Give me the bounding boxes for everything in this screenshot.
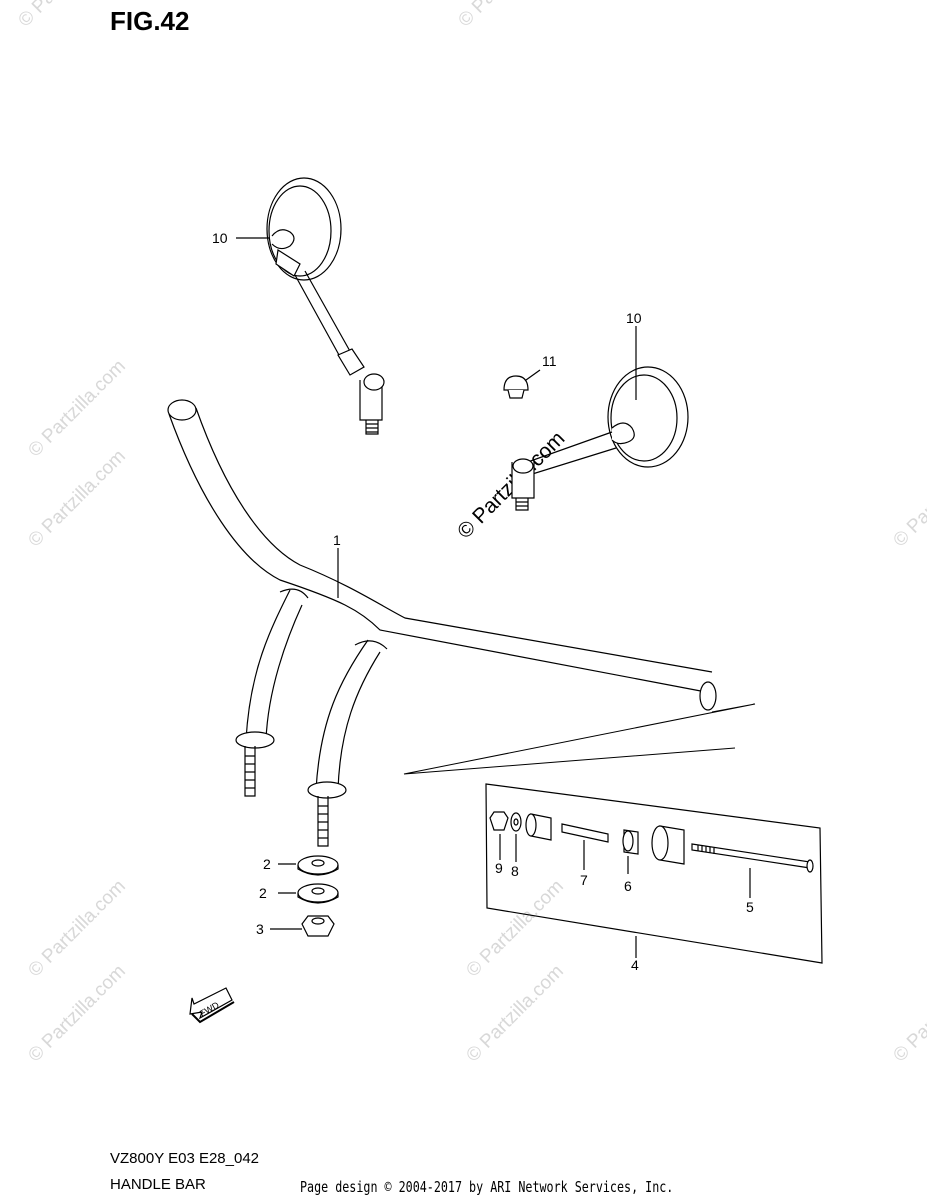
callout-2-upper: 2 [263, 856, 271, 872]
left-mirror [266, 177, 385, 435]
handlebar [167, 399, 717, 847]
balancer-assembly-box [485, 783, 823, 964]
callout-1: 1 [333, 532, 341, 548]
figure-title: FIG.42 [110, 6, 190, 36]
copyright-notice: Page design © 2004-2017 by ARI Network S… [300, 1178, 674, 1196]
callout-2-lower: 2 [259, 885, 267, 901]
callout-11: 11 [542, 353, 557, 369]
model-code: VZ800Y E03 E28_042 [110, 1150, 260, 1167]
callout-7: 7 [580, 872, 588, 888]
forward-arrow-icon [189, 987, 235, 1024]
right-mirror [511, 366, 689, 511]
callout-3: 3 [256, 921, 264, 937]
washer-upper [297, 855, 339, 876]
diagram-name: HANDLE BAR [110, 1176, 206, 1193]
callout-6: 6 [624, 878, 632, 894]
cap-part [503, 375, 529, 391]
washer-lower [297, 883, 339, 904]
callout-10-left: 10 [212, 230, 228, 246]
callout-4: 4 [631, 957, 639, 973]
callout-9: 9 [495, 860, 503, 876]
callout-10-right: 10 [626, 310, 642, 326]
nut [301, 915, 335, 937]
callout-8: 8 [511, 863, 519, 879]
callout-5: 5 [746, 899, 754, 915]
